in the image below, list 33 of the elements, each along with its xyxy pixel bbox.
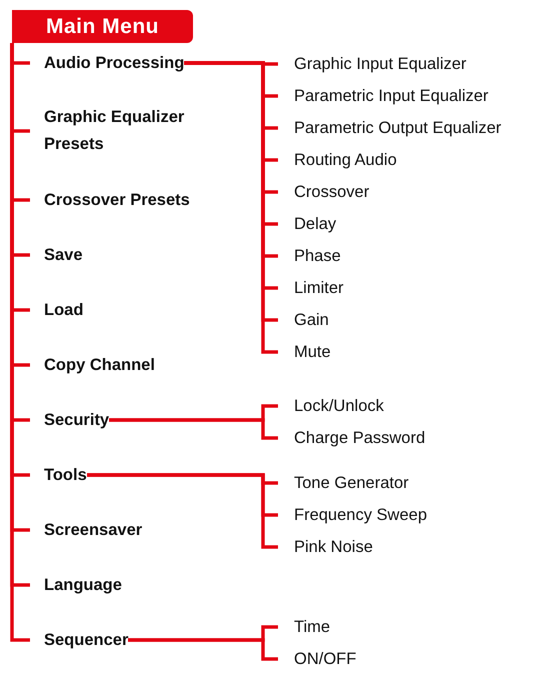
menu-label: ON/OFF bbox=[294, 650, 356, 668]
menu-label: Save bbox=[44, 246, 83, 264]
menu-label: Main Menu bbox=[46, 14, 159, 38]
menu-label: Load bbox=[44, 300, 84, 318]
menu-label: Screensaver bbox=[44, 520, 142, 538]
menu-label: Routing Audio bbox=[294, 151, 397, 169]
menu-label: Tools bbox=[44, 466, 87, 484]
menu-label: Time bbox=[294, 618, 330, 636]
tree-connector bbox=[128, 638, 278, 661]
menu-label: Phase bbox=[294, 247, 341, 265]
menu-label: Sequencer bbox=[44, 630, 128, 648]
menu-label: Parametric Input Equalizer bbox=[294, 87, 488, 105]
tree-connector bbox=[87, 473, 278, 549]
menu-label: Tone Generator bbox=[294, 474, 409, 492]
menu-label: Security bbox=[44, 410, 110, 428]
menu-label: Crossover Presets bbox=[44, 190, 190, 208]
menu-label: Delay bbox=[294, 215, 336, 233]
tree-connector bbox=[109, 418, 278, 440]
menu-label: Audio Processing bbox=[44, 54, 184, 72]
menu-label: Lock/Unlock bbox=[294, 397, 384, 415]
menu-label: Charge Password bbox=[294, 429, 426, 447]
menu-label: Parametric Output Equalizer bbox=[294, 119, 502, 137]
menu-label: Mute bbox=[294, 343, 331, 361]
menu-title-tab bbox=[12, 10, 193, 43]
menu-label: Crossover bbox=[294, 183, 370, 201]
menu-label: Pink Noise bbox=[294, 538, 373, 556]
menu-label: Graphic Equalizer Presets bbox=[44, 108, 184, 153]
menu-label: Limiter bbox=[294, 279, 344, 297]
menu-label: Frequency Sweep bbox=[294, 506, 427, 524]
menu-label: Language bbox=[44, 576, 122, 594]
menu-label: Copy Channel bbox=[44, 356, 155, 374]
menu-label: Graphic Input Equalizer bbox=[294, 55, 466, 73]
menu-label: Gain bbox=[294, 311, 329, 329]
